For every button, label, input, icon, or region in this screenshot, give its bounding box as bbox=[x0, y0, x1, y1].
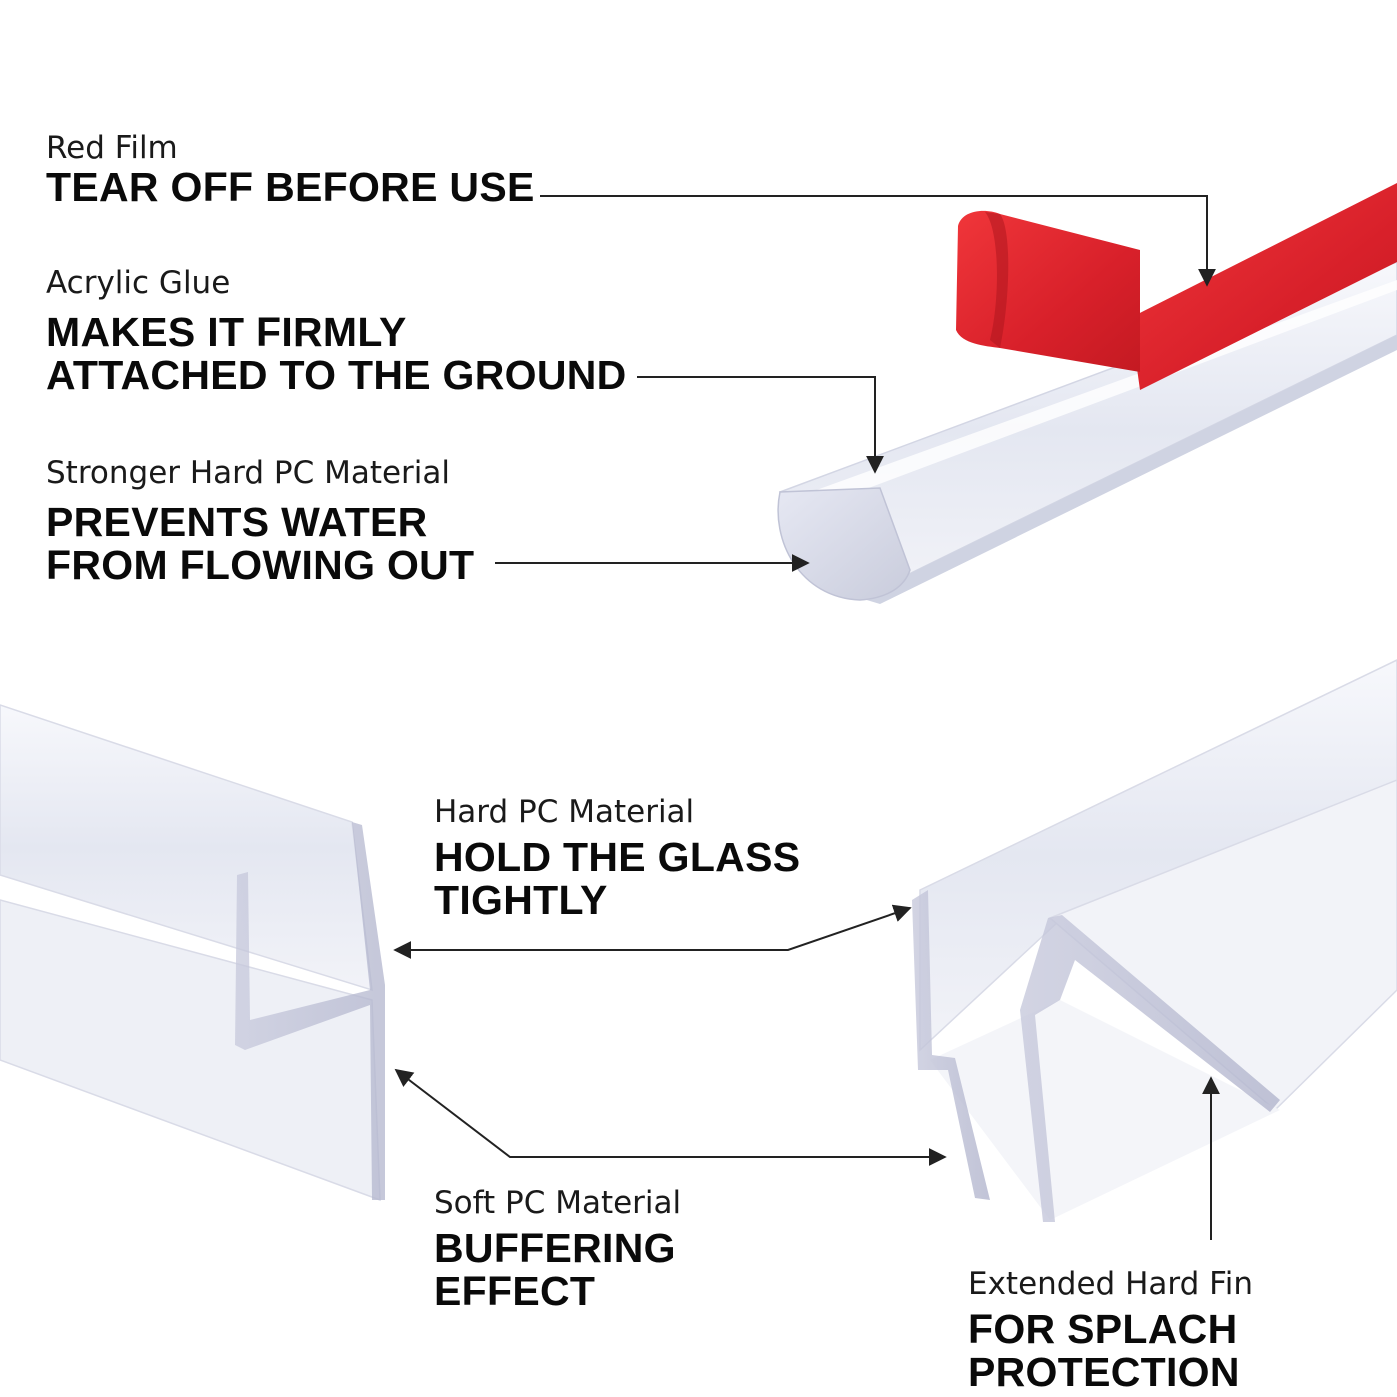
headline-line: PROTECTION bbox=[968, 1349, 1240, 1395]
seal-right-fin-edge bbox=[1020, 915, 1280, 1222]
leader-hard-pc bbox=[393, 904, 912, 959]
seal-right-profile bbox=[912, 890, 990, 1200]
callout-headline: PREVENTS WATER FROM FLOWING OUT bbox=[46, 501, 474, 587]
leader-acrylic-glue bbox=[637, 376, 884, 474]
callout-stronger-pc: Stronger Hard PC Material PREVENTS WATER… bbox=[46, 455, 474, 587]
callout-red-film: Red Film TEAR OFF BEFORE USE bbox=[46, 130, 535, 209]
red-film-strip bbox=[1130, 183, 1397, 390]
headline-line: FROM FLOWING OUT bbox=[46, 542, 475, 588]
callout-hard-fin: Extended Hard Fin FOR SPLACH PROTECTION bbox=[968, 1266, 1253, 1394]
strip-highlight bbox=[800, 280, 1397, 510]
callout-headline: TEAR OFF BEFORE USE bbox=[46, 166, 535, 209]
red-film-peel-fold bbox=[985, 212, 1009, 348]
threshold-strip bbox=[777, 183, 1397, 604]
strip-end-cap bbox=[777, 487, 911, 601]
headline-line: FOR SPLACH bbox=[968, 1306, 1238, 1352]
callout-label: Acrylic Glue bbox=[46, 265, 231, 301]
headline-line: PREVENTS WATER bbox=[46, 499, 428, 545]
callout-headline: BUFFERING EFFECT bbox=[434, 1227, 681, 1313]
callout-hard-pc: Hard PC Material HOLD THE GLASS TIGHTLY bbox=[434, 794, 800, 922]
headline-line: TIGHTLY bbox=[434, 877, 608, 923]
red-film-peel bbox=[956, 210, 1140, 372]
callout-headline: HOLD THE GLASS TIGHTLY bbox=[434, 836, 800, 922]
strip-underside bbox=[860, 335, 1397, 604]
callout-soft-pc: Soft PC Material BUFFERING EFFECT bbox=[434, 1185, 681, 1313]
leader-red-film bbox=[540, 195, 1216, 287]
fin-seal bbox=[912, 659, 1397, 1222]
seal-right-lower bbox=[930, 1000, 1280, 1220]
headline-line: HOLD THE GLASS bbox=[434, 834, 801, 880]
h-profile-seal bbox=[0, 704, 385, 1202]
callout-headline: MAKES IT FIRMLY ATTACHED TO THE GROUND bbox=[46, 311, 627, 397]
headline-line: EFFECT bbox=[434, 1268, 596, 1314]
seal-left-profile bbox=[235, 822, 385, 1200]
headline-line: BUFFERING bbox=[434, 1225, 676, 1271]
callout-label: Extended Hard Fin bbox=[968, 1266, 1253, 1302]
callout-headline: FOR SPLACH PROTECTION bbox=[968, 1308, 1253, 1394]
leader-lines bbox=[393, 195, 1220, 1240]
leader-soft-pc bbox=[394, 1068, 947, 1166]
callout-label: Soft PC Material bbox=[434, 1185, 682, 1221]
callout-label: Red Film bbox=[46, 130, 178, 166]
headline-line: MAKES IT FIRMLY bbox=[46, 309, 407, 355]
callout-label: Stronger Hard PC Material bbox=[46, 455, 451, 491]
callout-label: Hard PC Material bbox=[434, 794, 695, 830]
callout-acrylic-glue: Acrylic Glue MAKES IT FIRMLY ATTACHED TO… bbox=[46, 265, 627, 397]
headline-line: TEAR OFF BEFORE USE bbox=[46, 164, 535, 210]
headline-line: ATTACHED TO THE GROUND bbox=[46, 352, 627, 398]
